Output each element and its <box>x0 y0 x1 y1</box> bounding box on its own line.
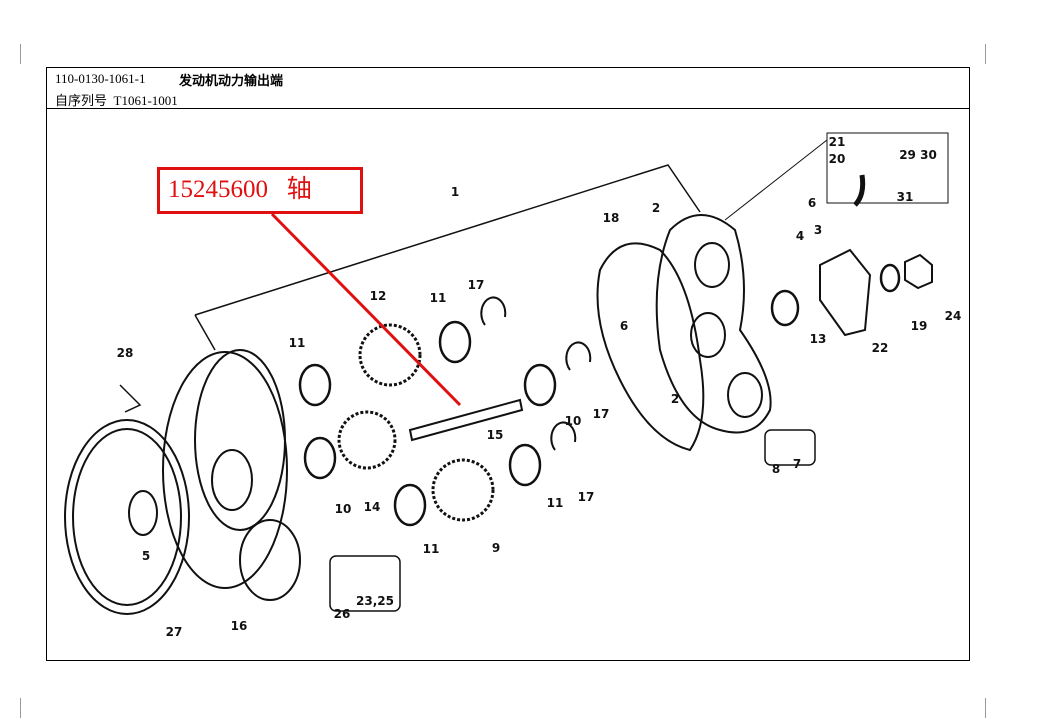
part-label: 24 <box>944 309 962 323</box>
part-label: 9 <box>491 541 501 555</box>
part-label: 3 <box>813 223 823 237</box>
part-label: 29 30 <box>899 148 937 162</box>
part-label: 12 <box>369 289 387 303</box>
document-table: 110-0130-1061-1 发动机动力输出端 自序列号 T1061-1001 <box>46 67 970 661</box>
part-label: 19 <box>910 319 928 333</box>
serial-line: 自序列号 T1061-1001 <box>55 90 178 109</box>
part-label: 2 <box>651 201 661 215</box>
document-title: 发动机动力输出端 <box>179 74 284 89</box>
part-label: 15 <box>486 428 504 442</box>
serial-value: T1061-1001 <box>113 93 178 108</box>
part-label: 11 <box>546 496 564 510</box>
part-label: 1 <box>450 185 460 199</box>
part-label: 6 <box>619 319 629 333</box>
part-label: 14 <box>363 500 381 514</box>
part-label: 8 <box>771 462 781 476</box>
part-label: 11 <box>429 291 447 305</box>
crop-mark <box>0 698 21 718</box>
part-label: 23,25 <box>356 594 394 608</box>
part-label: 13 <box>809 332 827 346</box>
part-label: 10 <box>564 414 582 428</box>
part-label: 10 <box>334 502 352 516</box>
part-label: 20 <box>828 152 846 166</box>
flange-27 <box>64 419 190 615</box>
part-label: 26 <box>333 607 351 621</box>
part-label: 16 <box>230 619 248 633</box>
part-label: 17 <box>577 490 595 504</box>
header-row: 110-0130-1061-1 发动机动力输出端 自序列号 T1061-1001 <box>47 68 969 109</box>
part-label: 31 <box>896 190 914 204</box>
part-label: 2 <box>670 392 680 406</box>
part-label: 17 <box>467 278 485 292</box>
part-label: 7 <box>792 457 802 471</box>
crop-mark <box>0 44 21 64</box>
part-label: 28 <box>116 346 134 360</box>
part-number: 110-0130-1061-1 <box>55 71 146 86</box>
part-callout: 15245600 轴 <box>157 167 363 214</box>
part-label: 6 <box>807 196 817 210</box>
part-label: 27 <box>165 625 183 639</box>
part-label: 11 <box>288 336 306 350</box>
crop-mark <box>985 44 1006 64</box>
part-label: 21 <box>828 135 846 149</box>
crop-mark <box>985 698 1006 718</box>
part-label: 11 <box>422 542 440 556</box>
part-label: 4 <box>795 229 805 243</box>
part-label: 22 <box>871 341 889 355</box>
serial-label: 自序列号 <box>55 93 108 108</box>
part-label: 18 <box>602 211 620 225</box>
part-label: 5 <box>141 549 151 563</box>
part-label: 17 <box>592 407 610 421</box>
